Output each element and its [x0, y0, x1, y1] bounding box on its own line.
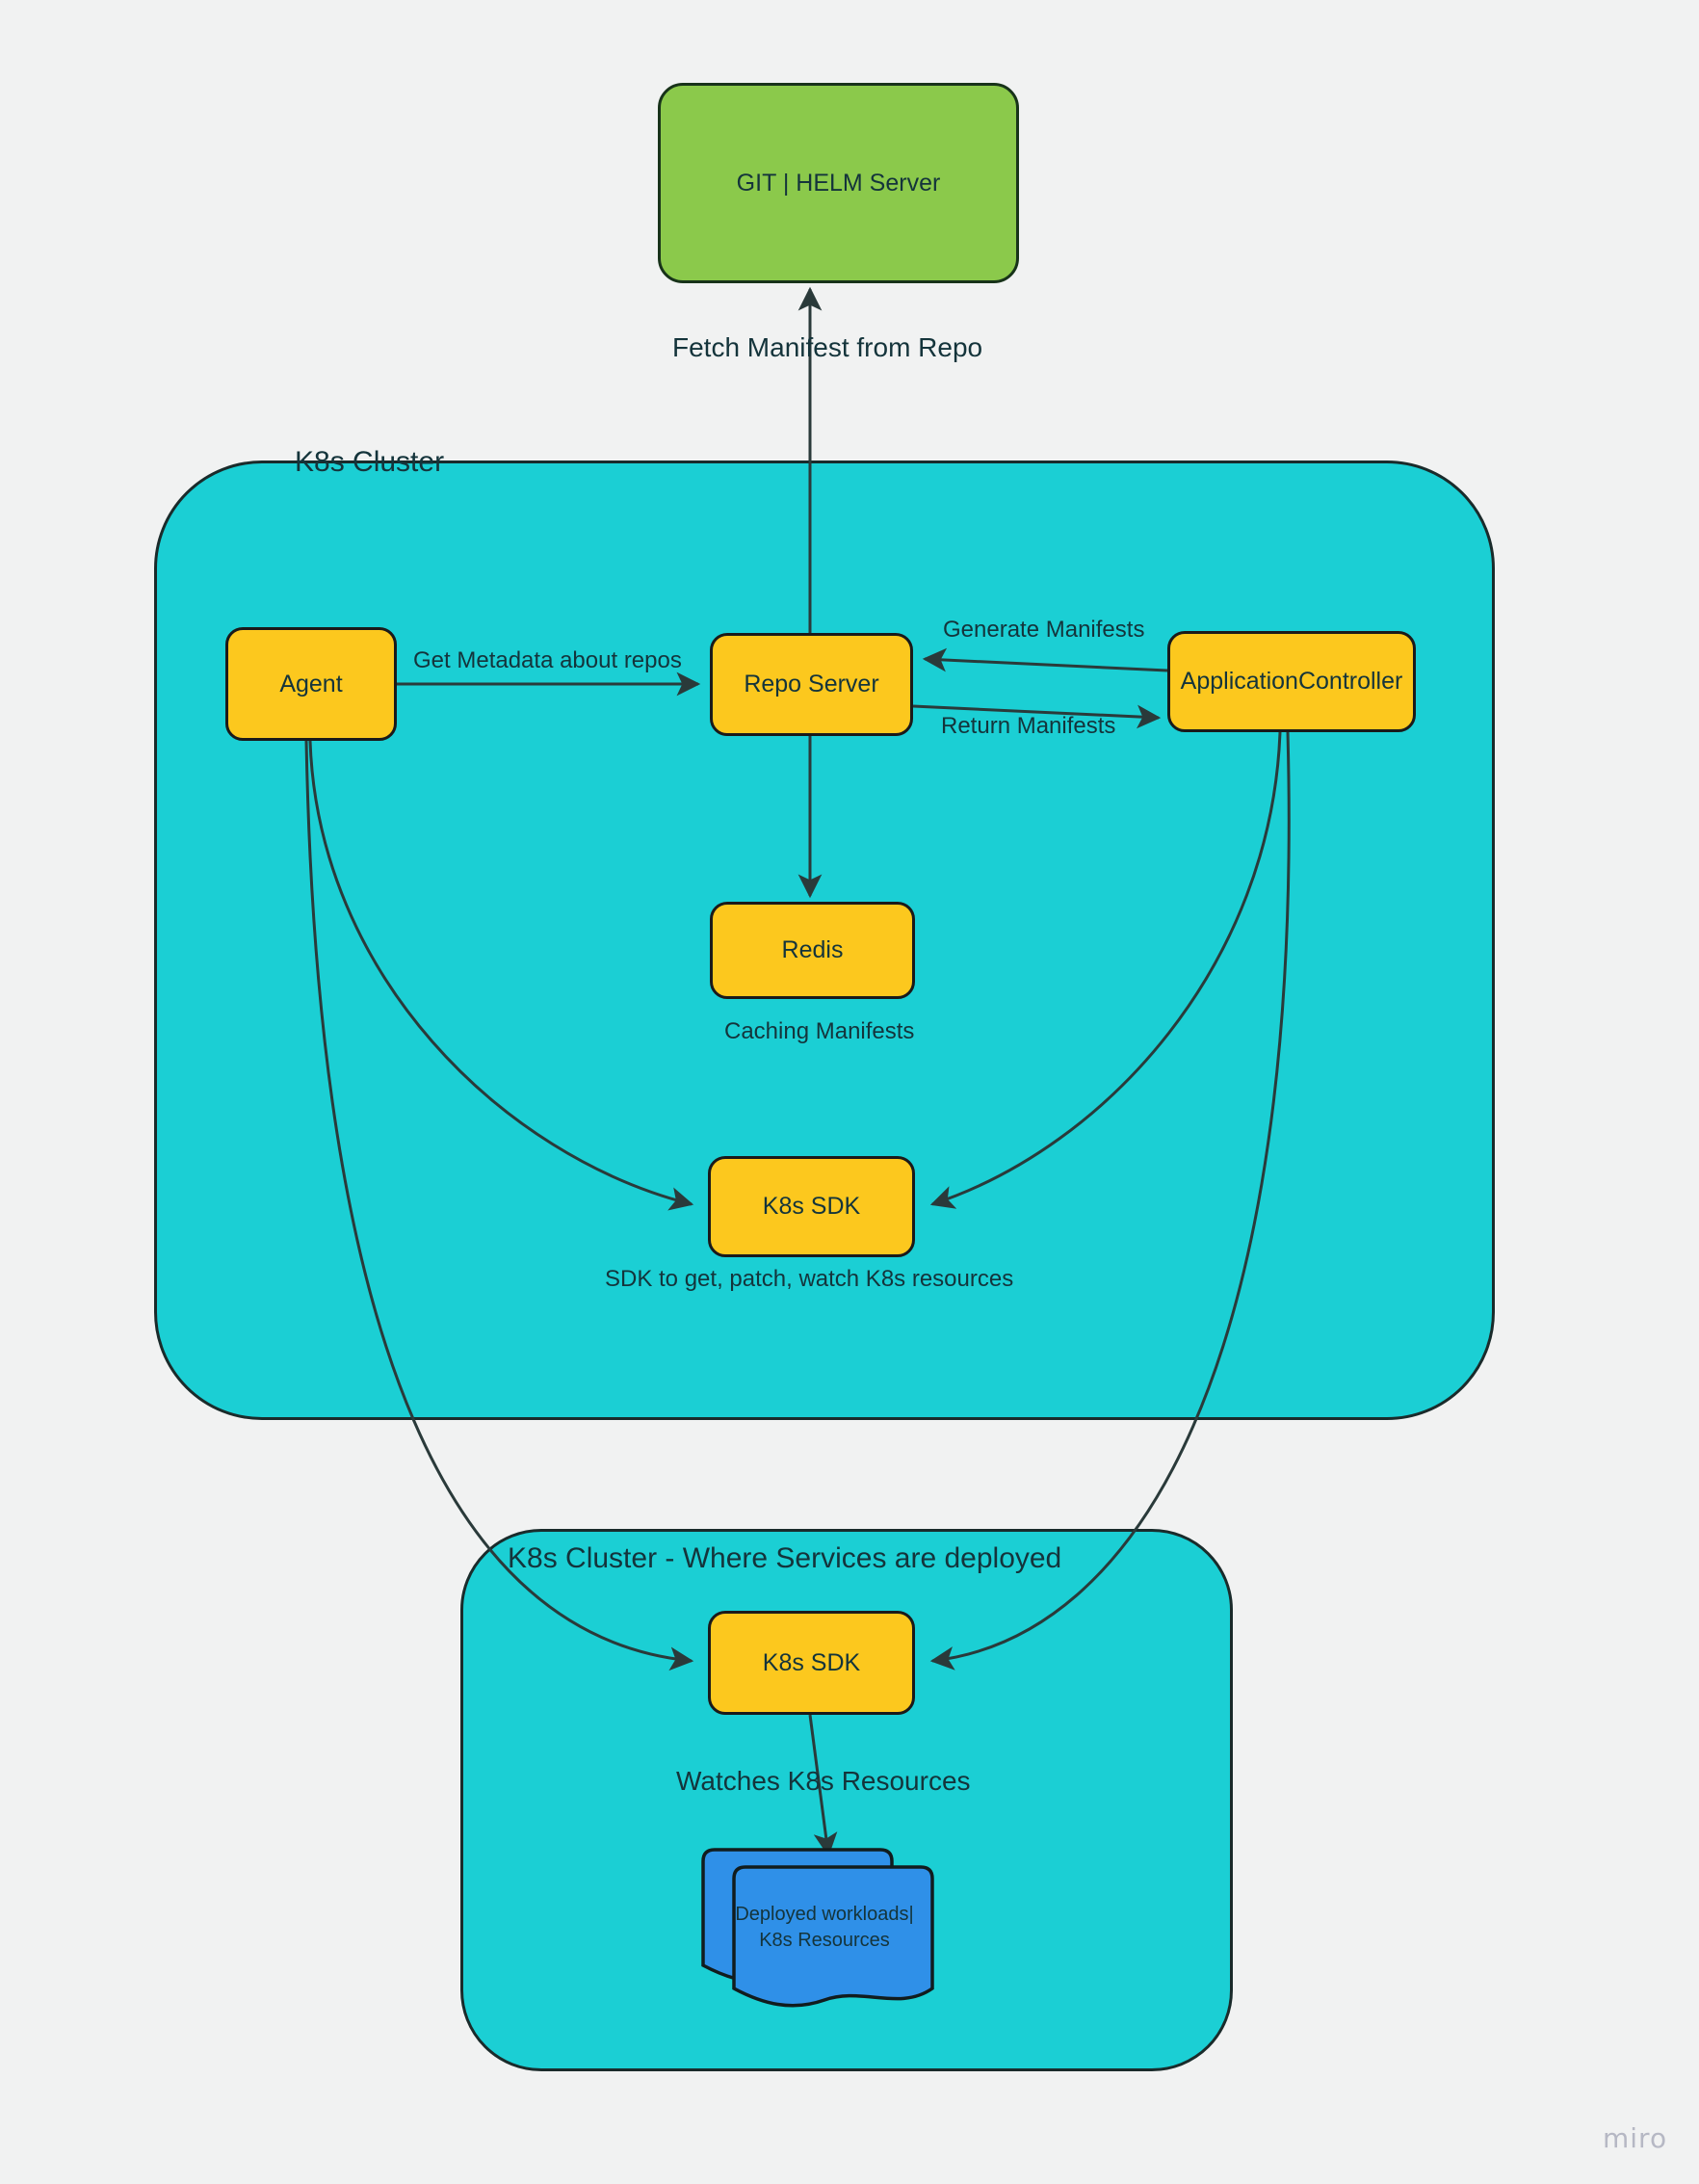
node-deployed-workloads-label: Deployed workloads| K8s Resources: [735, 1904, 914, 1951]
cluster-main-title: K8s Cluster: [295, 446, 445, 478]
miro-watermark: miro: [1603, 2122, 1668, 2154]
node-repo-server[interactable]: Repo Server: [710, 633, 913, 736]
node-git-helm-server-label: GIT | HELM Server: [736, 169, 941, 197]
edge-label-sdk-purpose: SDK to get, patch, watch K8s resources: [605, 1266, 1014, 1292]
workloads-front-doc: [732, 1865, 934, 2008]
node-application-controller-label: ApplicationController: [1180, 668, 1403, 695]
node-redis-label: Redis: [781, 936, 844, 963]
node-agent[interactable]: Agent: [225, 627, 397, 741]
node-k8s-sdk-main-label: K8s SDK: [762, 1193, 861, 1220]
edge-label-watches-resources: Watches K8s Resources: [676, 1766, 971, 1796]
node-redis[interactable]: Redis: [710, 902, 915, 999]
node-git-helm-server[interactable]: GIT | HELM Server: [658, 83, 1019, 283]
node-k8s-sdk-main[interactable]: K8s SDK: [708, 1156, 915, 1257]
node-k8s-sdk-deploy[interactable]: K8s SDK: [708, 1611, 915, 1715]
node-deployed-workloads[interactable]: Deployed workloads| K8s Resources: [699, 1848, 950, 2012]
edge-label-get-metadata: Get Metadata about repos: [413, 647, 682, 673]
node-k8s-sdk-deploy-label: K8s SDK: [762, 1648, 861, 1676]
edge-label-caching-manifests: Caching Manifests: [724, 1018, 915, 1044]
edge-label-generate-manifests: Generate Manifests: [943, 617, 1145, 643]
node-agent-label: Agent: [279, 670, 343, 697]
edge-label-fetch-manifest: Fetch Manifest from Repo: [672, 332, 983, 362]
cluster-deploy-title: K8s Cluster - Where Services are deploye…: [508, 1542, 1062, 1574]
edge-label-return-manifests: Return Manifests: [941, 713, 1116, 739]
node-repo-server-label: Repo Server: [744, 671, 879, 697]
node-application-controller[interactable]: ApplicationController: [1167, 631, 1416, 732]
